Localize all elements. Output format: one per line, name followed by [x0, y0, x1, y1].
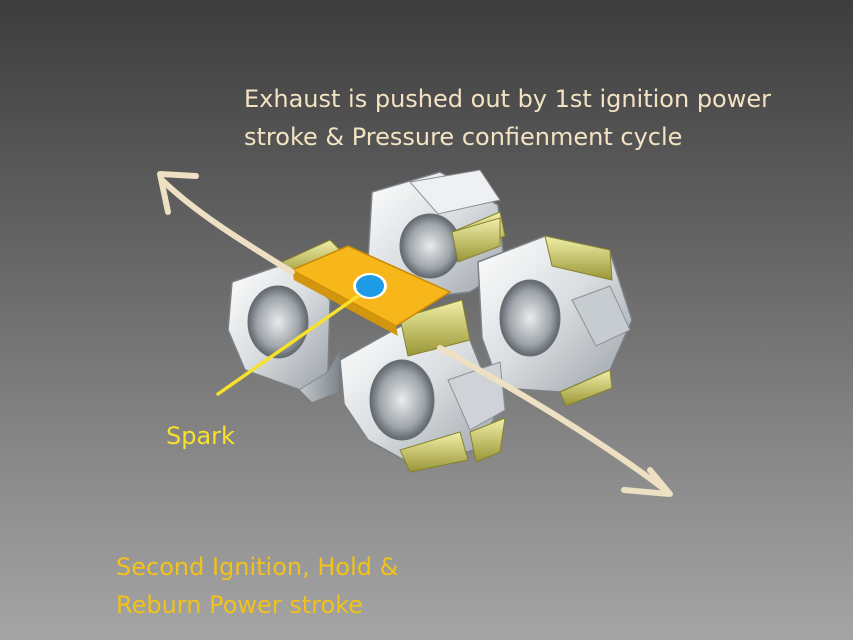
rotor-block-top — [367, 169, 506, 301]
spark-pointer-line — [216, 294, 360, 396]
rotor-block-right — [477, 235, 633, 407]
rotor-block-front — [339, 299, 506, 473]
exhaust-caption-line2: stroke & Pressure confienment cycle — [244, 123, 683, 151]
power-stroke-caption-line2: Reburn Power stroke — [116, 591, 364, 619]
power-stroke-caption: Second Ignition, Hold & Reburn Power str… — [116, 548, 536, 624]
exhaust-caption-line1: Exhaust is pushed out by 1st ignition po… — [244, 85, 772, 113]
exhaust-caption: Exhaust is pushed out by 1st ignition po… — [244, 80, 824, 156]
spark-dot — [356, 275, 384, 297]
brass-rail-center — [451, 217, 501, 263]
power-arrow-shaft — [437, 345, 671, 495]
power-arrow-head — [621, 467, 673, 497]
spark-label: Spark — [166, 422, 235, 450]
exhaust-arrow-shaft — [159, 177, 295, 275]
exhaust-arrow-head — [157, 171, 199, 215]
power-stroke-caption-line1: Second Ignition, Hold & — [116, 553, 399, 581]
